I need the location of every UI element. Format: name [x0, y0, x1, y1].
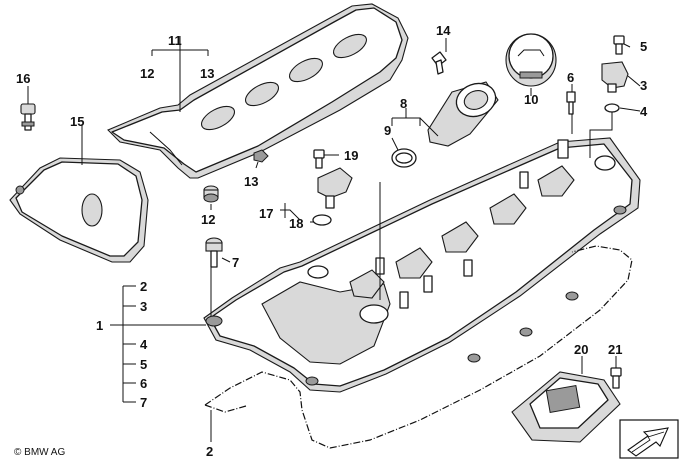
o-ring-part-18 [312, 214, 332, 226]
callout-7-group: 7 [140, 395, 147, 410]
stud-part-6 [566, 91, 576, 115]
stud-part-14 [431, 51, 447, 75]
valve-cover-bosses [349, 165, 575, 299]
callout-13-top: 13 [200, 66, 214, 81]
callout-2-group: 2 [140, 279, 147, 294]
callout-2-gasket: 2 [206, 444, 213, 459]
callout-12: 12 [201, 212, 215, 227]
callout-6: 6 [567, 70, 574, 85]
bolt-part-16 [20, 103, 36, 131]
grommet-part-13 [253, 149, 269, 163]
callout-17: 17 [259, 206, 273, 221]
side-cover-part-15 [9, 157, 149, 263]
seal-part-4 [604, 103, 620, 113]
callout-15: 15 [70, 114, 84, 129]
callout-21: 21 [608, 342, 622, 357]
callout-3: 3 [640, 78, 647, 93]
callout-16: 16 [16, 71, 30, 86]
filler-neck-part-8 [427, 81, 499, 147]
engine-cover-part-11 [107, 3, 409, 179]
module-part-20 [511, 371, 621, 443]
callout-20: 20 [574, 342, 588, 357]
callout-3-group: 3 [140, 299, 147, 314]
callout-7-left: 7 [232, 255, 239, 270]
callout-1: 1 [96, 318, 103, 333]
seal-ring-part-9 [391, 148, 417, 168]
bolt-part-19 [313, 149, 325, 169]
callout-5-group: 5 [140, 357, 147, 372]
callout-4-group: 4 [140, 337, 148, 352]
callout-14: 14 [436, 23, 451, 38]
callout-6-group: 6 [140, 376, 147, 391]
leader-lines [27, 36, 641, 442]
sensor-part-3 [601, 61, 629, 93]
oil-cap-part-10 [505, 33, 557, 87]
grommet-part-12 [203, 185, 219, 203]
bolt-part-7 [205, 237, 223, 268]
callout-12-top: 12 [140, 66, 154, 81]
sensor-part-17 [317, 167, 353, 209]
callout-11: 11 [168, 33, 182, 48]
callout-4: 4 [640, 104, 648, 119]
copyright-text: © BMW AG [14, 447, 65, 458]
callout-19: 19 [344, 148, 358, 163]
callout-9: 9 [384, 123, 391, 138]
callout-13: 13 [244, 174, 258, 189]
callout-18: 18 [289, 216, 303, 231]
bolt-part-5 [613, 35, 625, 55]
gasket-part-2 [204, 245, 633, 449]
cylinder-head-cover-part-1 [203, 137, 641, 393]
callout-8: 8 [400, 96, 407, 111]
callout-10: 10 [524, 92, 538, 107]
bolt-part-21 [610, 367, 622, 389]
arrow-icon [619, 419, 679, 459]
callout-labels: 11 12 13 16 15 14 10 8 9 6 5 3 4 19 17 1… [16, 23, 648, 459]
callout-5: 5 [640, 39, 647, 54]
